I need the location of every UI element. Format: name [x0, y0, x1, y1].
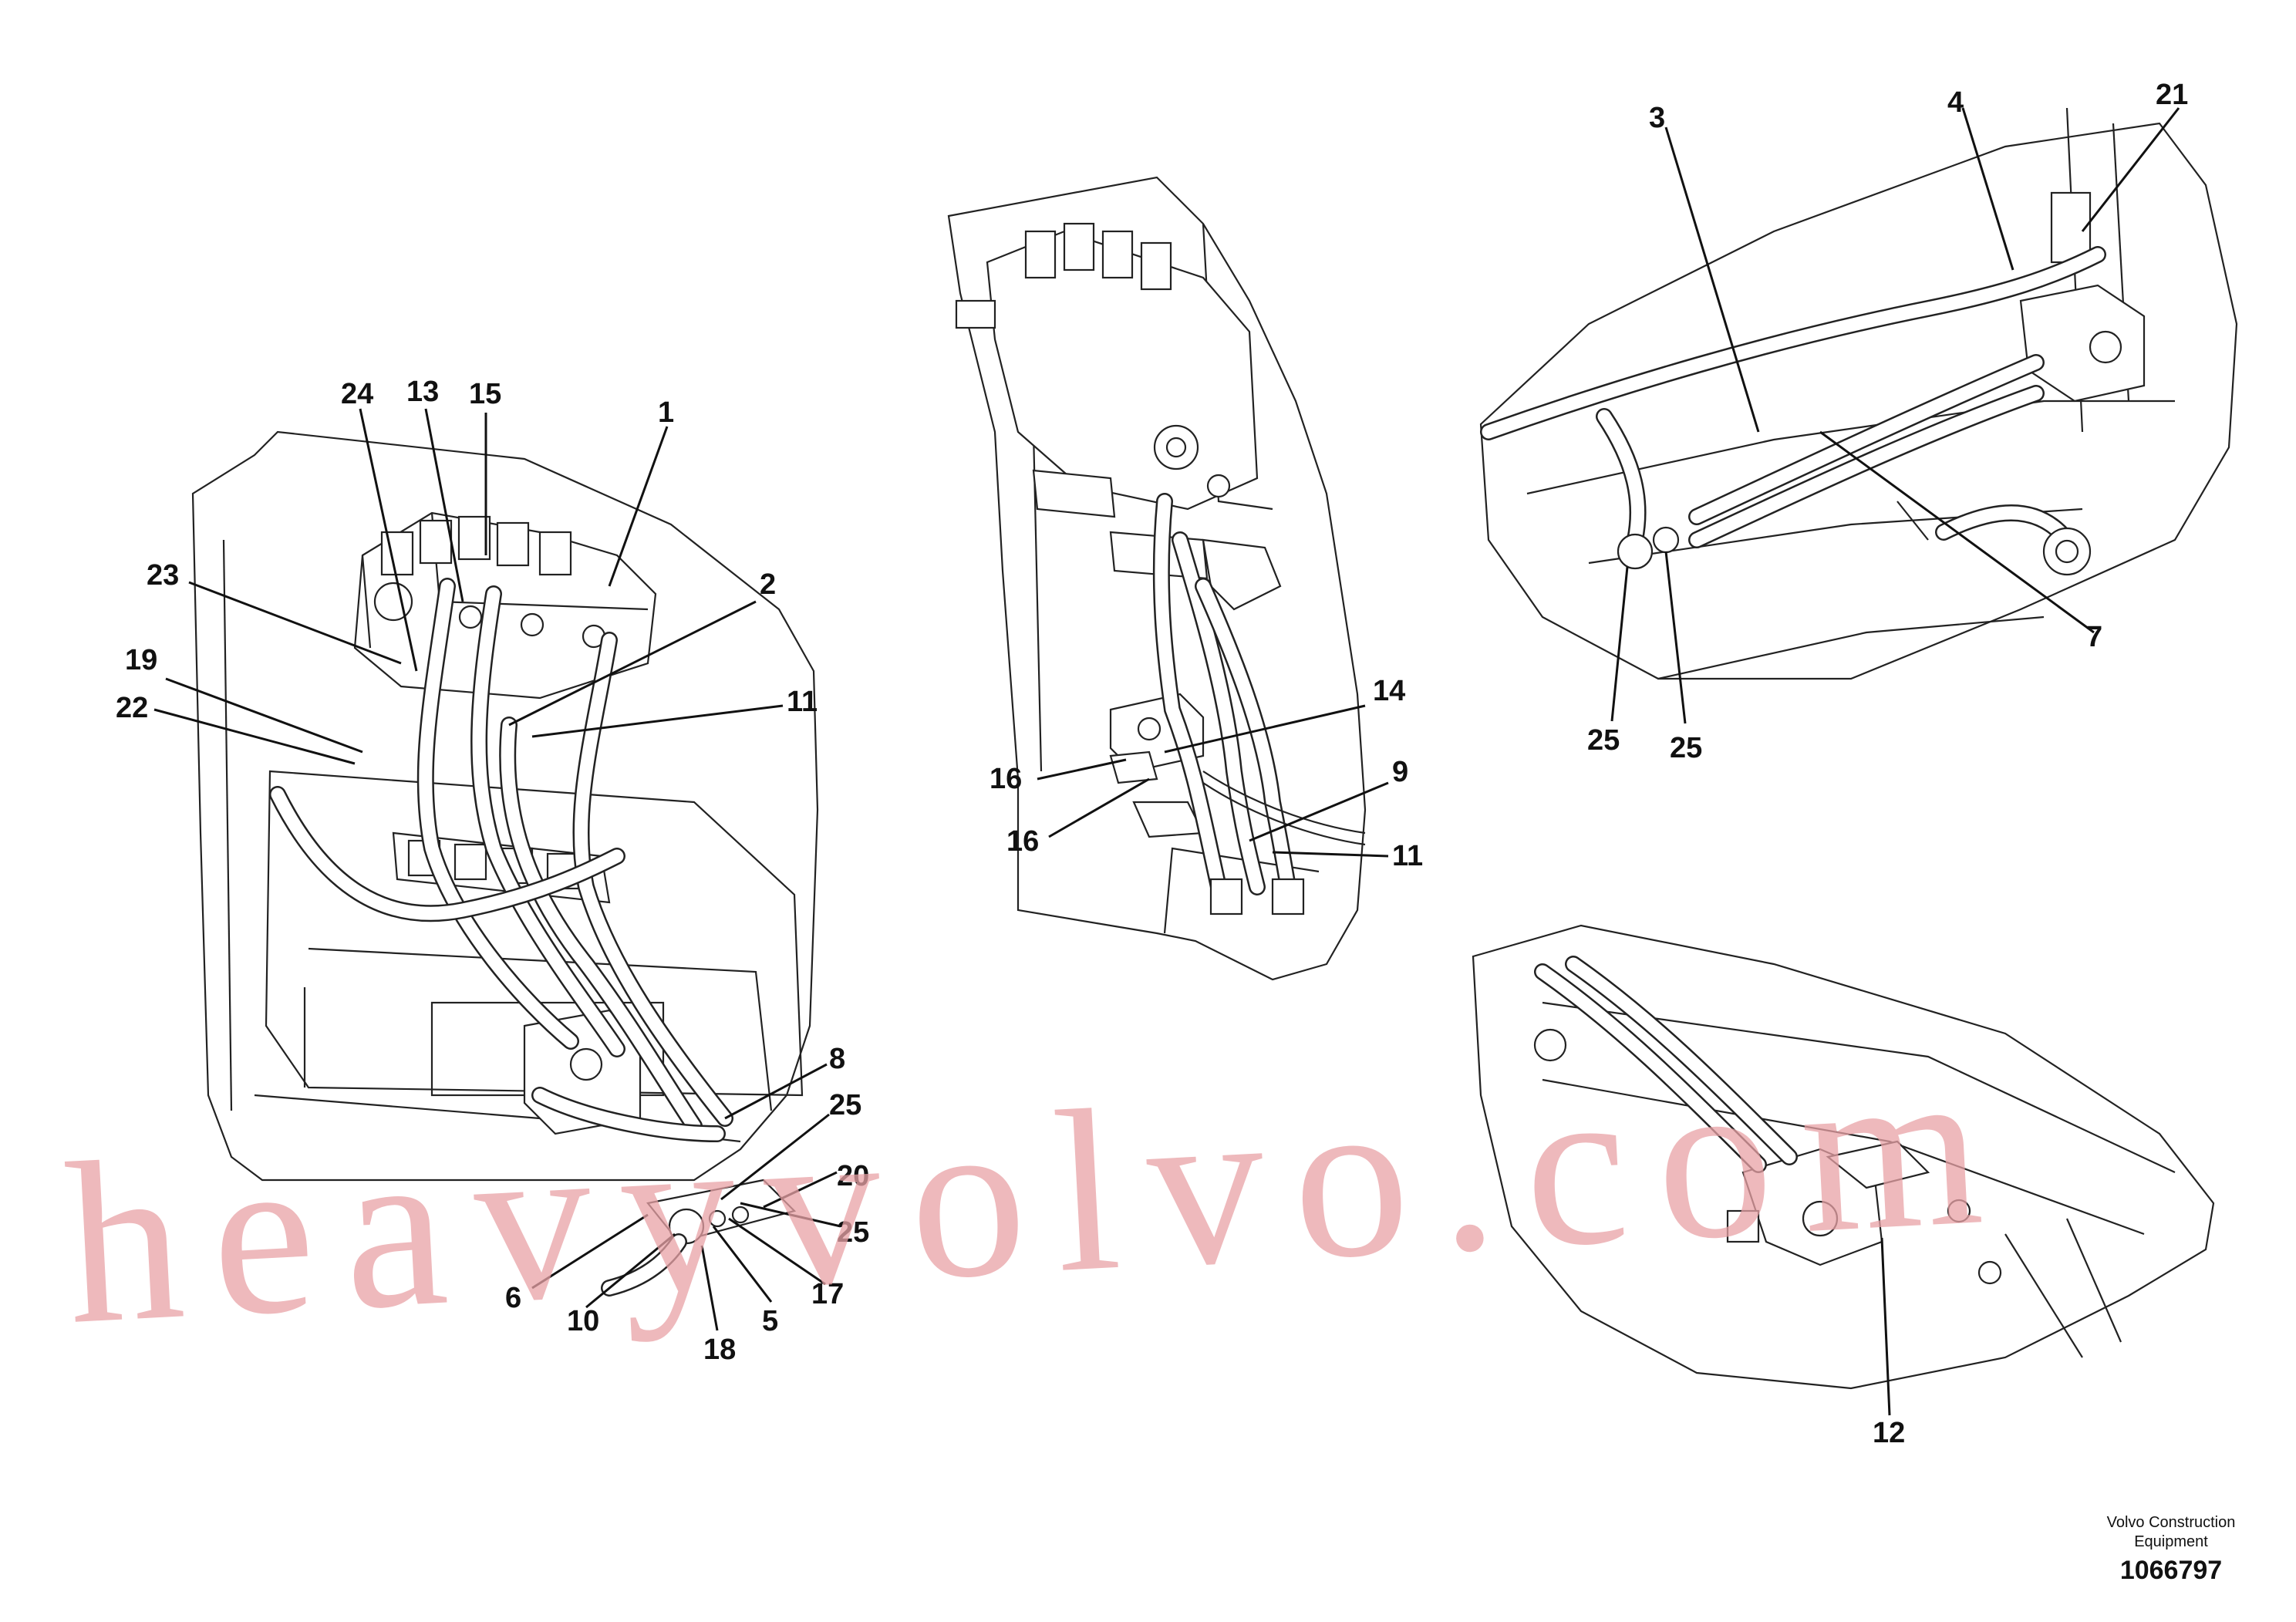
callout-top-right-25a: 25 [1587, 724, 1620, 757]
callout-bottom-right-12: 12 [1873, 1417, 1905, 1449]
company-name-line2: Equipment [2134, 1533, 2208, 1550]
top-right-hoses [1480, 246, 2106, 548]
callout-left-5: 5 [762, 1305, 778, 1337]
drawing-number: 1066797 [2120, 1556, 2222, 1585]
callout-left-24: 24 [341, 378, 373, 410]
callout-left-15: 15 [469, 378, 501, 410]
watermark-text: heavyvolvo.com [60, 1014, 2017, 1372]
center-assembly-view [947, 176, 1367, 981]
callout-top-right-21: 21 [2156, 79, 2188, 111]
callout-left-20: 20 [837, 1160, 869, 1192]
callout-center-16b: 16 [1006, 825, 1039, 858]
callout-center-14: 14 [1373, 675, 1405, 707]
callout-left-2: 2 [760, 568, 776, 601]
callout-top-right-25b: 25 [1670, 732, 1702, 764]
callout-left-25b: 25 [837, 1216, 869, 1249]
leader-lines [153, 107, 2180, 1416]
callout-left-17: 17 [811, 1278, 844, 1310]
center-hoses [1152, 493, 1366, 895]
bottom-right-hoses [1534, 956, 1798, 1173]
callout-left-22: 22 [116, 692, 148, 724]
callout-center-16a: 16 [990, 763, 1022, 795]
footer-credit: Volvo Construction Equipment 1066797 [2107, 1514, 2236, 1585]
company-name-line1: Volvo Construction [2107, 1514, 2236, 1531]
callout-center-11: 11 [1392, 840, 1423, 872]
callout-left-10: 10 [567, 1305, 599, 1337]
callout-top-right-7: 7 [2086, 621, 2102, 653]
left-assembly-view [191, 430, 819, 1297]
left-hoses [269, 578, 733, 1142]
callout-left-13: 13 [406, 376, 439, 408]
callout-left-11: 11 [787, 686, 818, 718]
callout-left-8: 8 [829, 1043, 845, 1075]
top-right-assembly-view [1479, 107, 2238, 680]
callout-left-25a: 25 [829, 1089, 861, 1121]
callout-top-right-4: 4 [1947, 86, 1964, 119]
callout-top-right-3: 3 [1649, 102, 1665, 134]
callout-left-6: 6 [505, 1282, 521, 1314]
callout-left-18: 18 [703, 1334, 736, 1366]
callout-left-23: 23 [147, 559, 179, 592]
callout-left-19: 19 [125, 644, 157, 676]
callout-center-9: 9 [1392, 756, 1408, 788]
bottom-right-assembly-view [1472, 924, 2215, 1390]
callout-left-1: 1 [658, 396, 674, 429]
callout-labels: 24 13 15 1 23 2 19 22 11 8 25 20 25 6 10… [116, 79, 2188, 1449]
